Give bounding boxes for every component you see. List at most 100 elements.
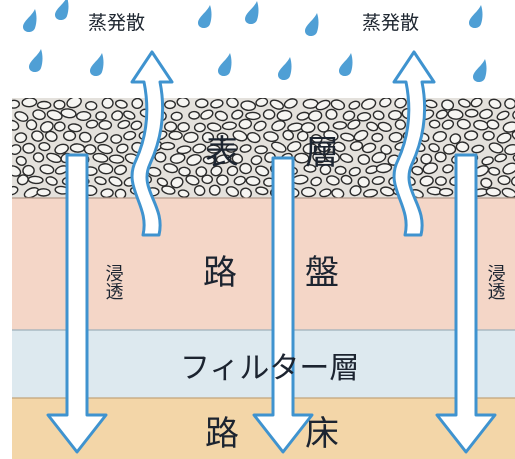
raindrop-icon bbox=[29, 49, 43, 73]
pebble bbox=[15, 155, 27, 166]
pebble bbox=[12, 99, 21, 109]
pebble bbox=[294, 152, 310, 164]
pebble bbox=[375, 163, 393, 174]
pebble bbox=[332, 121, 348, 130]
pebble bbox=[98, 119, 113, 131]
roadbed-label: 盤 bbox=[305, 253, 339, 293]
pebble bbox=[123, 130, 137, 141]
pebble bbox=[254, 145, 268, 155]
pebble bbox=[210, 165, 223, 177]
pebble bbox=[16, 174, 29, 186]
pebble bbox=[245, 111, 261, 121]
pebble bbox=[441, 99, 455, 111]
pebble bbox=[75, 110, 92, 122]
pebble bbox=[250, 155, 263, 166]
pebble bbox=[361, 98, 377, 110]
pebble bbox=[12, 185, 19, 196]
pebble bbox=[371, 151, 387, 164]
pebble bbox=[194, 98, 209, 109]
pebble bbox=[206, 122, 222, 132]
pebble bbox=[97, 143, 113, 155]
pebble bbox=[310, 134, 323, 144]
pebble bbox=[310, 176, 322, 187]
pebble bbox=[428, 119, 441, 129]
pebble bbox=[276, 109, 293, 122]
pebble bbox=[347, 119, 361, 130]
pebble bbox=[95, 111, 107, 121]
raindrop-icon bbox=[218, 53, 232, 77]
infiltration-arrow bbox=[46, 153, 108, 454]
pebble bbox=[36, 188, 51, 197]
pebble bbox=[441, 119, 455, 130]
pebble bbox=[394, 119, 407, 130]
pebble bbox=[504, 98, 515, 110]
pebble bbox=[60, 108, 77, 119]
pebble bbox=[183, 131, 199, 144]
pebble bbox=[502, 162, 515, 175]
pebble bbox=[238, 118, 253, 130]
pebble bbox=[195, 166, 208, 178]
pebble bbox=[317, 121, 330, 133]
pebble bbox=[255, 186, 269, 196]
pebble bbox=[504, 144, 515, 156]
pebble bbox=[372, 110, 385, 121]
pebble bbox=[447, 108, 464, 120]
infiltration-arrow bbox=[435, 153, 497, 454]
pebble bbox=[434, 151, 447, 163]
pebble bbox=[497, 175, 511, 186]
pebble bbox=[161, 185, 176, 195]
pebble bbox=[14, 111, 29, 122]
pebble bbox=[25, 119, 38, 131]
subgrade-label: 床 bbox=[305, 414, 339, 454]
raindrop-icon bbox=[198, 5, 212, 29]
pebble bbox=[487, 166, 501, 176]
pebble bbox=[176, 98, 190, 108]
pebble bbox=[324, 151, 340, 163]
pebble bbox=[317, 141, 330, 153]
pebble bbox=[116, 143, 129, 154]
pebble bbox=[496, 132, 512, 144]
raindrop-icon bbox=[23, 9, 37, 33]
pebble bbox=[32, 152, 45, 163]
pebble bbox=[449, 133, 462, 145]
pebble bbox=[334, 165, 347, 176]
pebble bbox=[432, 130, 448, 143]
pebble bbox=[255, 165, 270, 177]
raindrop-icon bbox=[245, 1, 259, 25]
pebble bbox=[349, 140, 364, 152]
pebble bbox=[113, 164, 127, 176]
pebble bbox=[283, 98, 298, 109]
pebble bbox=[168, 130, 183, 141]
pebble bbox=[130, 120, 143, 131]
pebble bbox=[85, 100, 98, 111]
pebble bbox=[39, 164, 55, 175]
filter-layer bbox=[12, 330, 515, 398]
pebble bbox=[201, 174, 214, 185]
pebble bbox=[131, 98, 144, 110]
raindrop-icon bbox=[278, 57, 292, 81]
pebble bbox=[123, 110, 136, 120]
evaporation-arrow bbox=[130, 50, 174, 237]
pebble bbox=[262, 109, 276, 120]
pebble bbox=[357, 176, 370, 188]
pebble bbox=[163, 163, 179, 174]
pebble bbox=[330, 99, 346, 111]
pebble bbox=[231, 109, 244, 120]
pebble bbox=[263, 131, 279, 143]
pebble bbox=[442, 164, 454, 174]
pebble bbox=[78, 131, 92, 143]
pebble bbox=[300, 186, 317, 198]
pebble bbox=[208, 184, 221, 196]
pebble bbox=[479, 108, 493, 120]
pebble bbox=[85, 119, 99, 129]
pebble bbox=[53, 121, 66, 132]
infiltration-arrow bbox=[252, 156, 314, 454]
pebble bbox=[22, 142, 36, 154]
pebble bbox=[353, 129, 369, 142]
pebble bbox=[94, 132, 109, 144]
pebble bbox=[62, 130, 77, 142]
pebble bbox=[348, 100, 361, 110]
pebble bbox=[192, 143, 207, 154]
pebble bbox=[255, 98, 269, 107]
pebble bbox=[92, 152, 109, 163]
